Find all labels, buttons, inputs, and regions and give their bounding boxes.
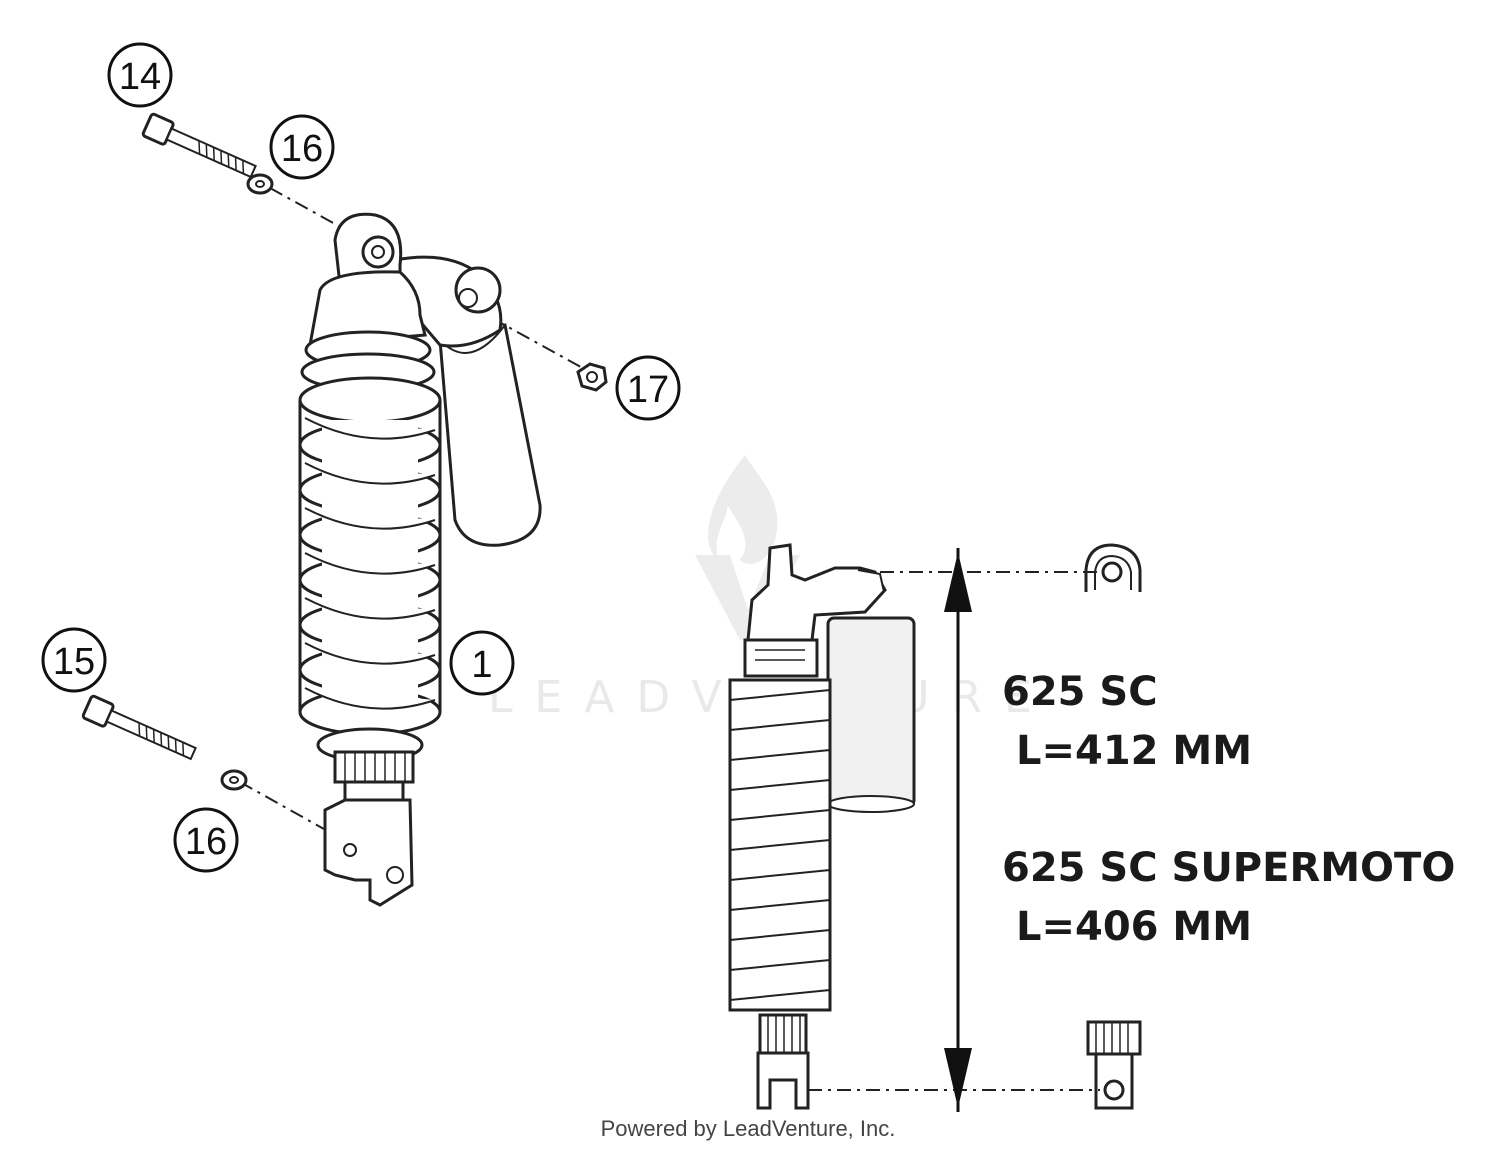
svg-text:14: 14 [119, 56, 161, 98]
bolt-14 [141, 112, 257, 179]
callout-15: 15 [41, 627, 107, 693]
callout-14: 14 [107, 42, 173, 108]
bolt-15 [81, 694, 197, 761]
shock-absorber-exploded [81, 112, 608, 907]
spring-side [728, 678, 832, 1012]
clevis [323, 798, 414, 907]
callout-1: 1 [449, 630, 515, 696]
coil-spring [298, 376, 442, 736]
length-label-1: L=412 MM [1016, 728, 1252, 774]
svg-text:17: 17 [627, 369, 669, 411]
bottom-eye-reference [1086, 1020, 1142, 1110]
callout-16-top: 16 [269, 114, 335, 180]
lower-clevis [756, 1051, 810, 1110]
svg-text:15: 15 [53, 641, 95, 683]
preload-ring [333, 750, 415, 784]
shock-length-view [728, 543, 1142, 1112]
top-eye-reference [1084, 543, 1142, 592]
arrow-down-icon [944, 1048, 972, 1108]
svg-text:16: 16 [281, 128, 323, 170]
model-label-1: 625 SC [1002, 669, 1158, 715]
model-label-2: 625 SC SUPERMOTO [1002, 845, 1455, 891]
nut-17 [576, 362, 608, 392]
length-label-2: L=406 MM [1016, 904, 1252, 950]
top-mount [746, 543, 887, 642]
reservoir [438, 323, 542, 547]
reservoir-side [826, 616, 916, 808]
callout-17: 17 [615, 355, 681, 421]
credit-line: Powered by LeadVenture, Inc. [601, 1116, 896, 1141]
arrow-up-icon [944, 552, 972, 612]
assembly-line-bottom [239, 781, 341, 839]
svg-text:1: 1 [471, 644, 492, 686]
lower-adjuster [758, 1013, 808, 1055]
callout-16-bottom: 16 [173, 807, 239, 873]
svg-text:16: 16 [185, 821, 227, 863]
flame-logo-icon [708, 455, 778, 564]
